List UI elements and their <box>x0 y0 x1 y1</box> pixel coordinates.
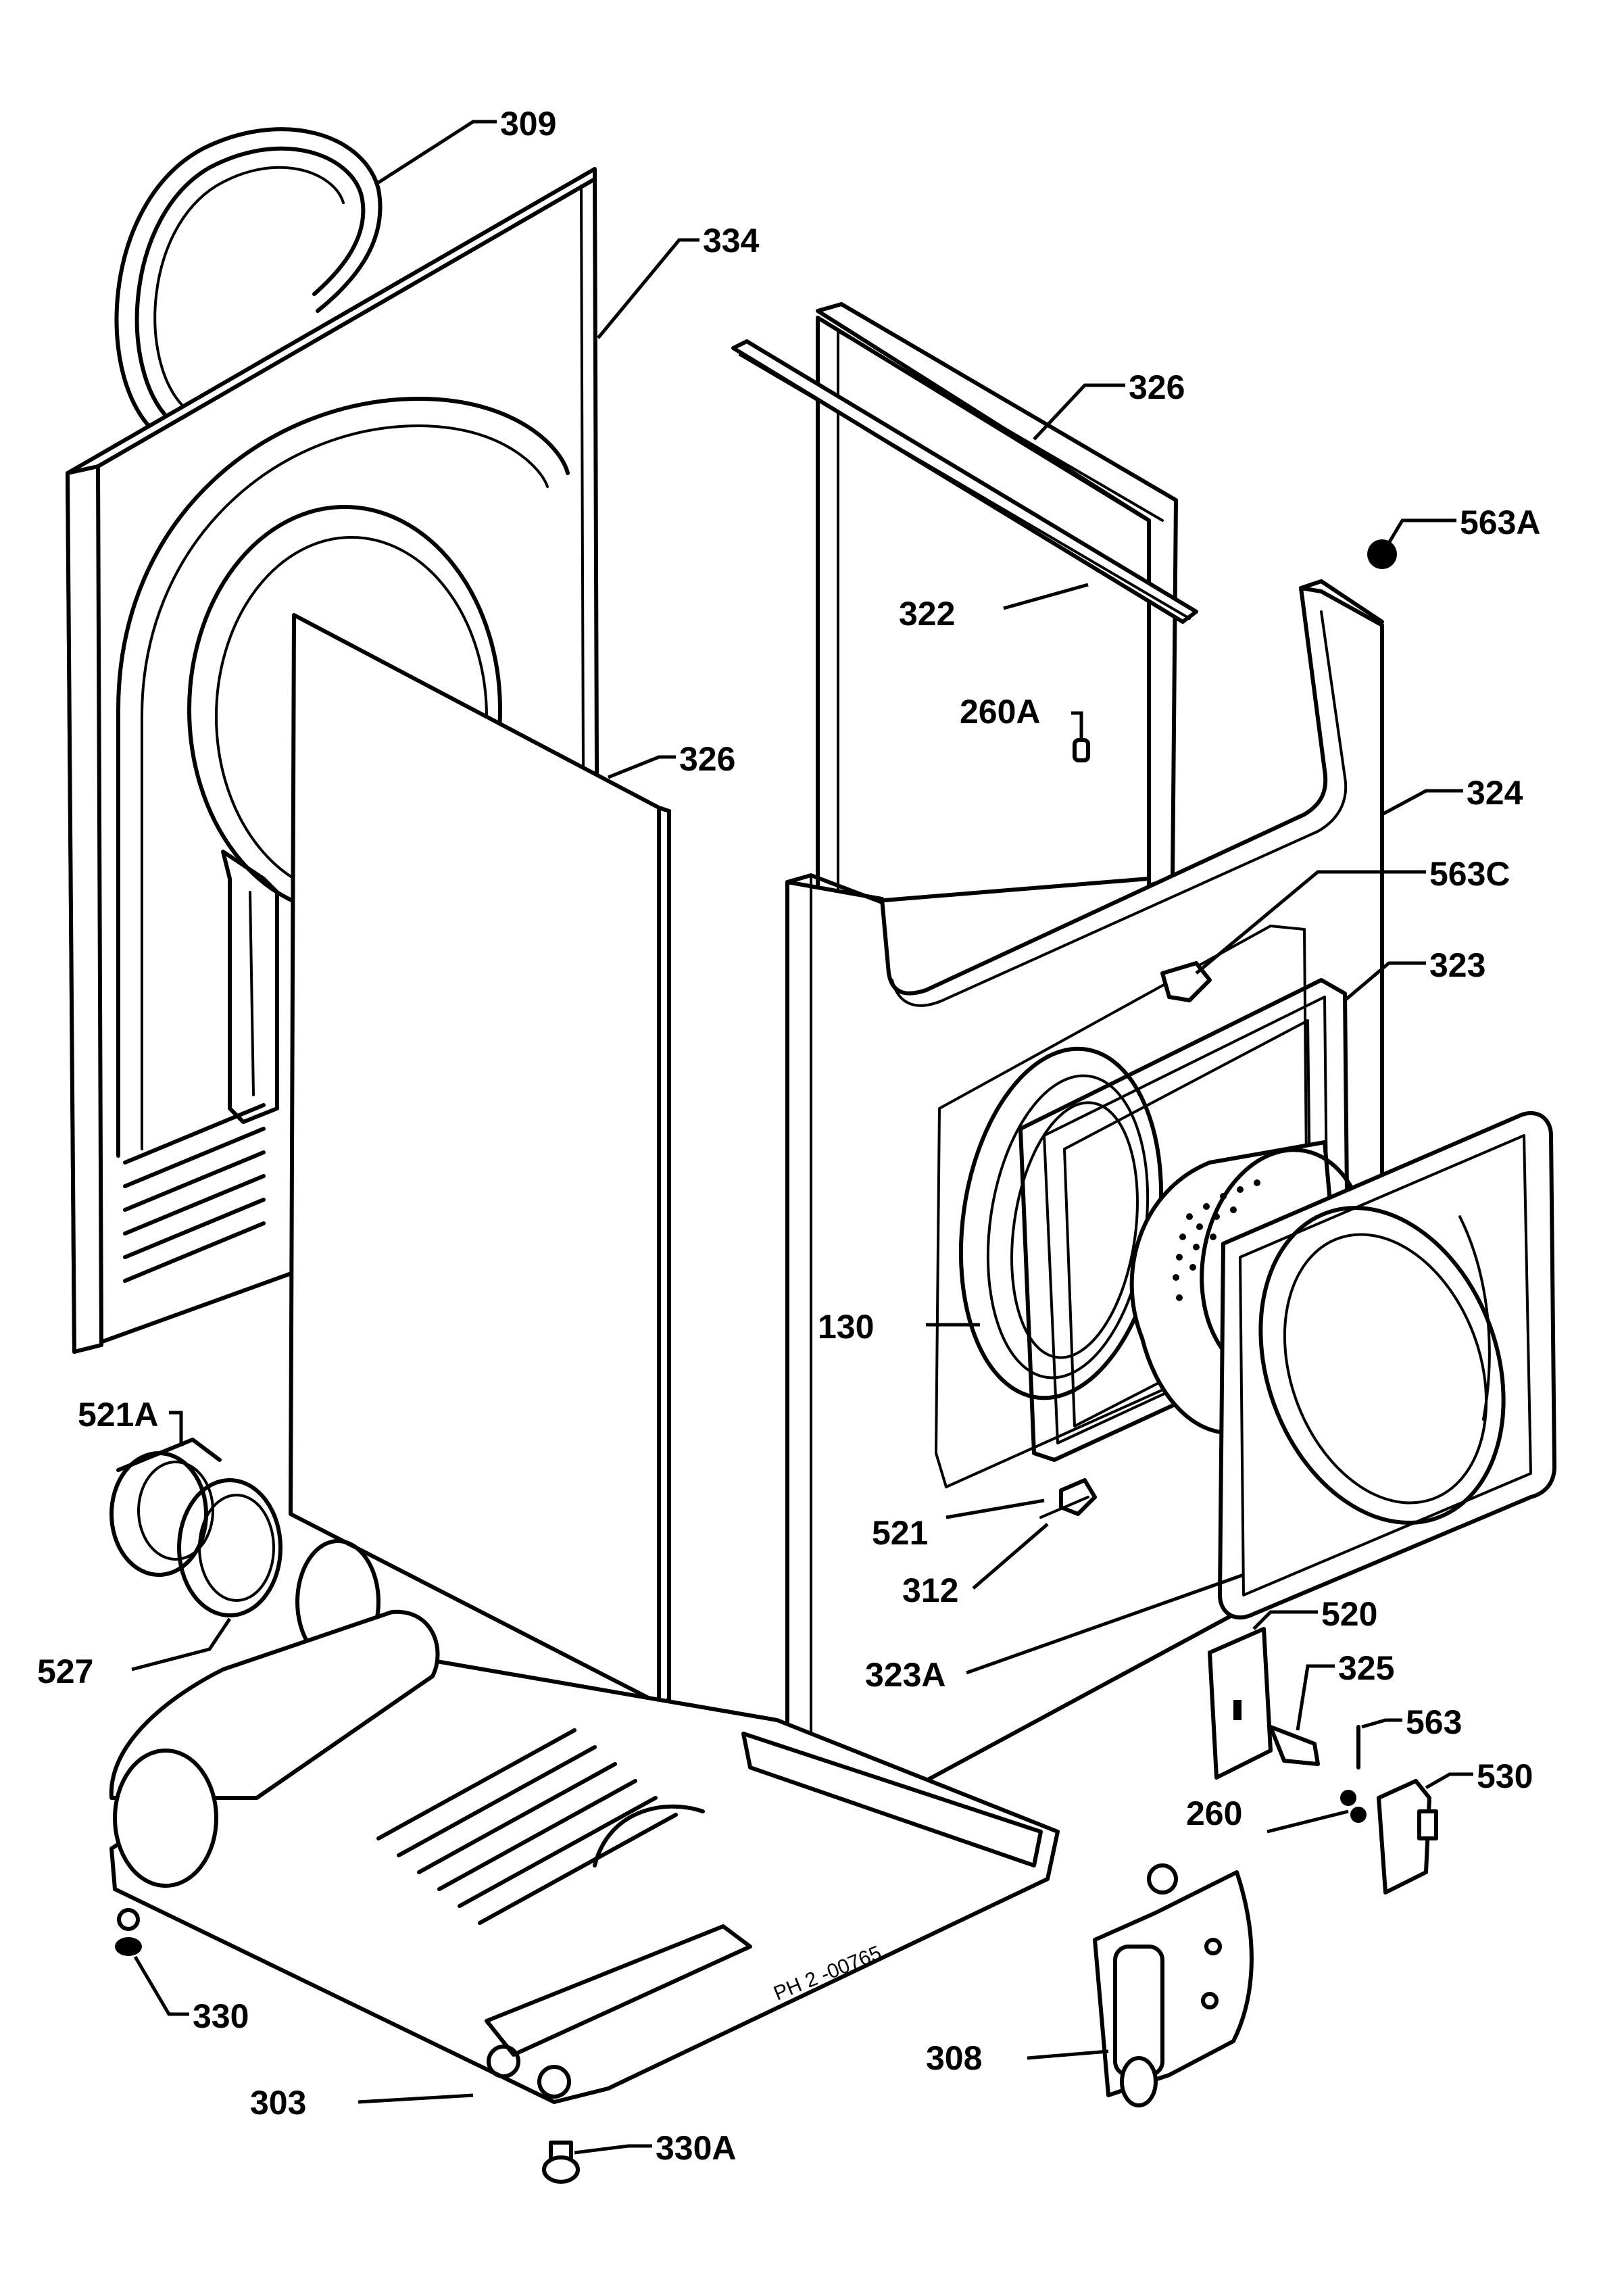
label-303: 303 <box>250 2084 306 2122</box>
part-labels: 309 334 326 563A 322 260A 326 324 563C 3… <box>37 105 1541 2167</box>
hinge-308 <box>1093 1863 1254 2107</box>
belt-309 <box>114 127 383 435</box>
strip-322 <box>731 339 1198 624</box>
leader-lines <box>131 120 1473 2155</box>
housing-521a <box>109 1438 222 1577</box>
label-520: 520 <box>1321 1595 1377 1633</box>
latch-521 <box>1039 1478 1097 1519</box>
foot-330 <box>115 1908 142 1956</box>
label-312: 312 <box>902 1571 958 1609</box>
label-324: 324 <box>1467 774 1523 812</box>
washer-260 <box>1340 1790 1367 1823</box>
side-panel-326 <box>289 613 671 1705</box>
bracket-520 <box>1208 1627 1273 1780</box>
label-260a: 260A <box>960 693 1041 731</box>
door-panel <box>1218 1110 1556 1620</box>
label-326-top: 326 <box>1129 368 1185 406</box>
label-530: 530 <box>1477 1757 1533 1795</box>
pin-325 <box>1269 1725 1320 1766</box>
label-130: 130 <box>818 1308 874 1346</box>
label-330a: 330A <box>656 2129 737 2167</box>
label-323a: 323A <box>865 1656 946 1694</box>
catch-530 <box>1377 1779 1438 1895</box>
vent-slots <box>123 1103 266 1283</box>
label-322: 322 <box>899 595 955 633</box>
label-308: 308 <box>926 2039 982 2077</box>
label-521: 521 <box>872 1514 928 1552</box>
label-309: 309 <box>500 105 556 143</box>
top-frame-326 <box>816 302 1178 908</box>
label-563a: 563A <box>1460 504 1541 541</box>
perforations <box>1173 1179 1260 1301</box>
clip-260a <box>1073 738 1090 762</box>
base-303 <box>109 1609 1060 2104</box>
label-260: 260 <box>1186 1794 1242 1832</box>
base-grille <box>376 1728 678 1925</box>
label-563c: 563C <box>1429 855 1510 893</box>
label-521a: 521A <box>78 1396 159 1434</box>
label-325: 325 <box>1338 1649 1394 1687</box>
label-326-side: 326 <box>679 740 735 778</box>
label-563: 563 <box>1406 1703 1462 1741</box>
ring-527 <box>177 1478 380 1665</box>
label-323: 323 <box>1429 946 1485 984</box>
label-334: 334 <box>703 222 760 260</box>
label-527: 527 <box>37 1653 93 1690</box>
label-330: 330 <box>193 1997 249 2035</box>
foot-330a <box>542 2141 580 2184</box>
